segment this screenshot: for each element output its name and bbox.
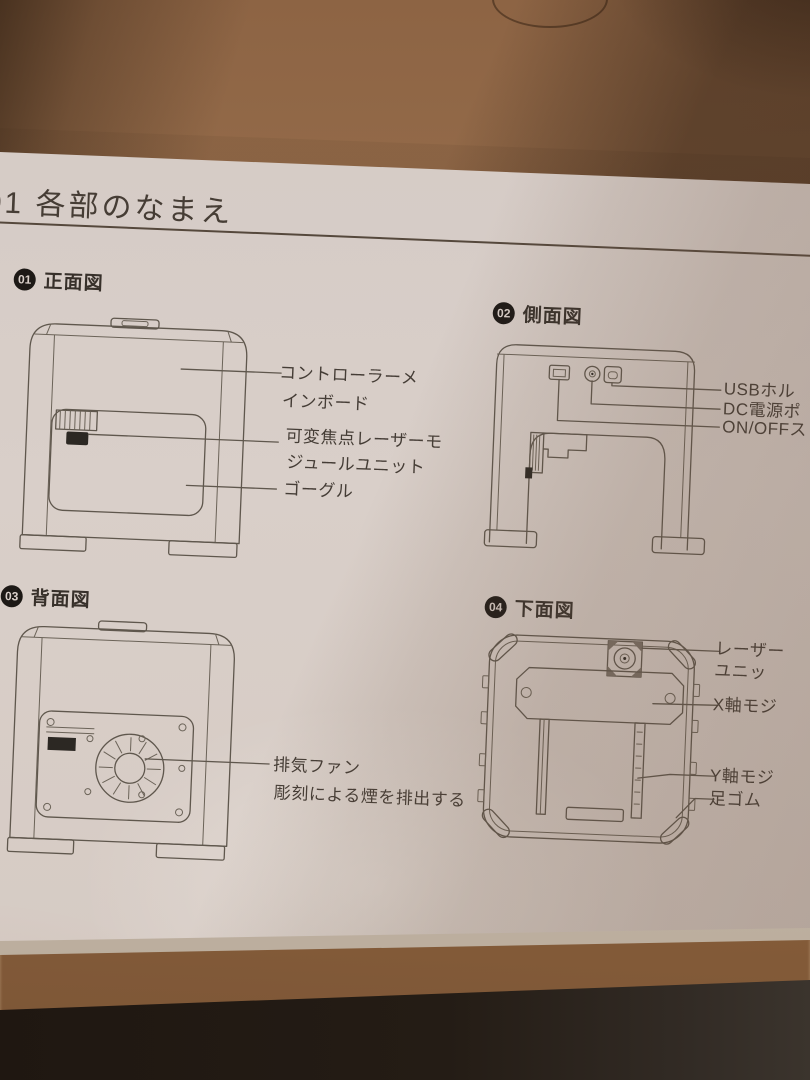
label-laser-module-line2: ジュールユニット bbox=[286, 452, 426, 478]
back-title: 背面図 bbox=[30, 588, 92, 612]
right-foot bbox=[168, 540, 238, 559]
exhaust-fan bbox=[84, 733, 165, 803]
leader-fan bbox=[144, 758, 270, 765]
side-badge: 02 bbox=[492, 301, 516, 325]
page-content: 01 各部のなまえ 01 正面図 bbox=[0, 152, 810, 945]
laser-unit-bottom bbox=[606, 640, 644, 678]
front-title: 正面図 bbox=[43, 271, 105, 295]
dc-power-port bbox=[584, 365, 601, 383]
label-exhaust-fan-desc: 彫刻による煙を排出する bbox=[273, 783, 467, 811]
onoff-switch bbox=[548, 364, 571, 381]
left-foot bbox=[19, 534, 87, 552]
front-machine-outline bbox=[19, 317, 248, 559]
leader-dc bbox=[590, 380, 721, 410]
heatsink bbox=[54, 409, 99, 432]
leader-y-axis bbox=[637, 773, 716, 779]
leader-rubber-feet bbox=[675, 797, 715, 819]
back-machine-outline bbox=[6, 620, 235, 861]
laser-module-side bbox=[525, 431, 588, 479]
leader-laser-module bbox=[87, 433, 279, 443]
vent-slot bbox=[47, 736, 76, 752]
handle bbox=[97, 620, 148, 633]
left-foot bbox=[483, 529, 538, 549]
y-axis-rails bbox=[535, 718, 646, 819]
label-goggles: ゴーグル bbox=[282, 479, 354, 502]
section-header-side: 02 側面図 bbox=[492, 299, 583, 330]
front-badge: 01 bbox=[13, 267, 37, 291]
back-badge: 03 bbox=[0, 584, 24, 608]
x-axis-module bbox=[515, 666, 685, 726]
label-controller-line2: インボード bbox=[281, 391, 370, 414]
bottom-frame bbox=[477, 633, 701, 845]
side-view-diagram bbox=[483, 344, 722, 556]
side-title: 側面図 bbox=[522, 305, 584, 329]
label-laser-unit-line1: レーザー bbox=[714, 639, 786, 662]
label-on-off: ON/OFFス bbox=[721, 417, 808, 440]
label-laser-module-line1: 可変焦点レーザーモ bbox=[285, 426, 443, 452]
title-underline bbox=[0, 221, 810, 260]
bottom-view-diagram bbox=[477, 633, 721, 845]
right-foot bbox=[155, 842, 226, 861]
handle bbox=[110, 317, 160, 330]
usb-port bbox=[603, 365, 623, 384]
leader-laser-unit bbox=[641, 647, 721, 653]
front-view-diagram bbox=[19, 317, 282, 559]
leader-usb bbox=[611, 382, 722, 391]
leader-x-axis bbox=[652, 703, 719, 706]
label-exhaust-fan: 排気ファン bbox=[272, 755, 361, 778]
section-header-back: 03 背面図 bbox=[0, 582, 91, 613]
right-foot bbox=[651, 535, 706, 556]
leader-goggles bbox=[185, 484, 278, 490]
left-foot bbox=[6, 836, 75, 855]
label-usb: USBホル bbox=[723, 379, 796, 402]
goggle-panel bbox=[48, 408, 207, 517]
section-header-front: 01 正面図 bbox=[13, 265, 104, 296]
bottom-bracket bbox=[565, 806, 625, 823]
label-rubber-feet: 足ゴム bbox=[708, 789, 762, 811]
label-controller-line1: コントローラーメ bbox=[278, 363, 419, 388]
label-laser-unit-line2: ユニッ bbox=[713, 661, 768, 683]
back-panel bbox=[35, 710, 195, 823]
label-y-axis: Y軸モジ bbox=[709, 766, 775, 788]
leader-controller bbox=[180, 368, 282, 374]
label-x-axis: X軸モジ bbox=[712, 695, 778, 717]
leader-onoff bbox=[556, 378, 720, 428]
focus-knob bbox=[66, 431, 89, 446]
back-view-diagram bbox=[6, 620, 270, 861]
side-machine-outline bbox=[483, 344, 706, 556]
